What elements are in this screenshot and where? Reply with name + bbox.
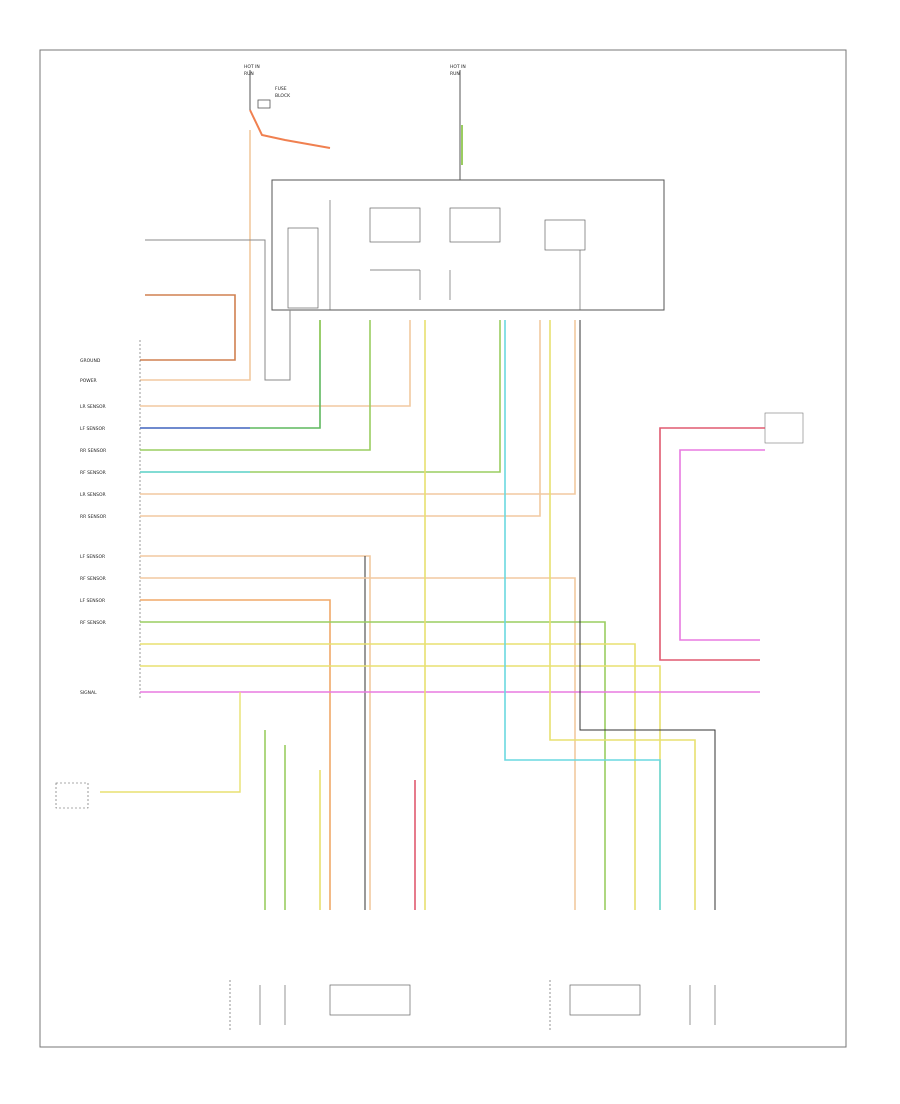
left-label-11: RF SENSOR <box>80 620 106 626</box>
wire-rr-sensor-2 <box>140 320 541 517</box>
left-label-6: LR SENSOR <box>80 492 106 498</box>
fuse-right-label-2: RUN <box>450 71 460 77</box>
left-label-3: LF SENSOR <box>80 426 105 432</box>
wire-magenta-right <box>679 449 765 641</box>
wire-rf-sensor <box>140 320 501 473</box>
left-label-8: LF SENSOR <box>80 554 105 560</box>
left-label-0: GROUND <box>80 358 101 364</box>
fuse-right-label-1: HOT IN <box>450 64 466 70</box>
wire-brown <box>140 294 236 361</box>
left-label-1: POWER <box>80 378 97 384</box>
wire-rf-lower <box>140 577 576 910</box>
wire-yellow-lower-2 <box>140 665 661 910</box>
fuse-left: HOT IN RUN FUSE BLOCK <box>244 64 331 149</box>
lower-wires <box>140 555 661 910</box>
fuse-left-label-2: RUN <box>244 71 254 77</box>
wire-yellow-lower-1 <box>140 643 636 910</box>
internal-switches <box>287 200 586 310</box>
right-top-connector <box>764 412 804 444</box>
left-label-12: SIGNAL <box>80 690 97 696</box>
wire-red-right <box>659 427 765 661</box>
vertical-module-wires <box>264 320 716 910</box>
signal-wires <box>140 320 576 517</box>
fuse-right: HOT IN RUN <box>450 64 466 180</box>
wire-orange-power <box>140 130 251 381</box>
left-label-5: RF SENSOR <box>80 470 106 476</box>
wire-lr-sensor-2 <box>140 320 576 495</box>
left-label-4: RR SENSOR <box>80 448 106 454</box>
top-module-box <box>271 179 665 311</box>
wire-rr-sensor <box>140 320 371 451</box>
wire-lf-sensor <box>140 320 321 429</box>
wire-orange-lower <box>140 599 331 910</box>
wire-lf-lower <box>140 555 371 910</box>
left-connector-labels: GROUND POWER LR SENSOR LF SENSOR RR SENS… <box>80 358 106 696</box>
bottom-right-sensors <box>549 980 716 1030</box>
diagram-border <box>39 49 847 1048</box>
fuse-left-label-4: BLOCK <box>275 93 291 99</box>
left-label-10: LF SENSOR <box>80 598 105 604</box>
wire-magenta-drop <box>100 692 241 793</box>
wire-green-lower <box>140 621 606 910</box>
left-label-2: LR SENSOR <box>80 404 106 410</box>
wire-lr-sensor <box>140 320 411 407</box>
wire-gray-ground <box>145 239 291 381</box>
left-label-7: RR SENSOR <box>80 514 106 520</box>
left-label-9: RF SENSOR <box>80 576 106 582</box>
fuse-left-label-1: HOT IN <box>244 64 260 70</box>
bottom-left-sensors <box>229 980 411 1030</box>
bottom-left-component <box>55 782 89 809</box>
fuse-left-label-3: FUSE <box>275 86 287 92</box>
